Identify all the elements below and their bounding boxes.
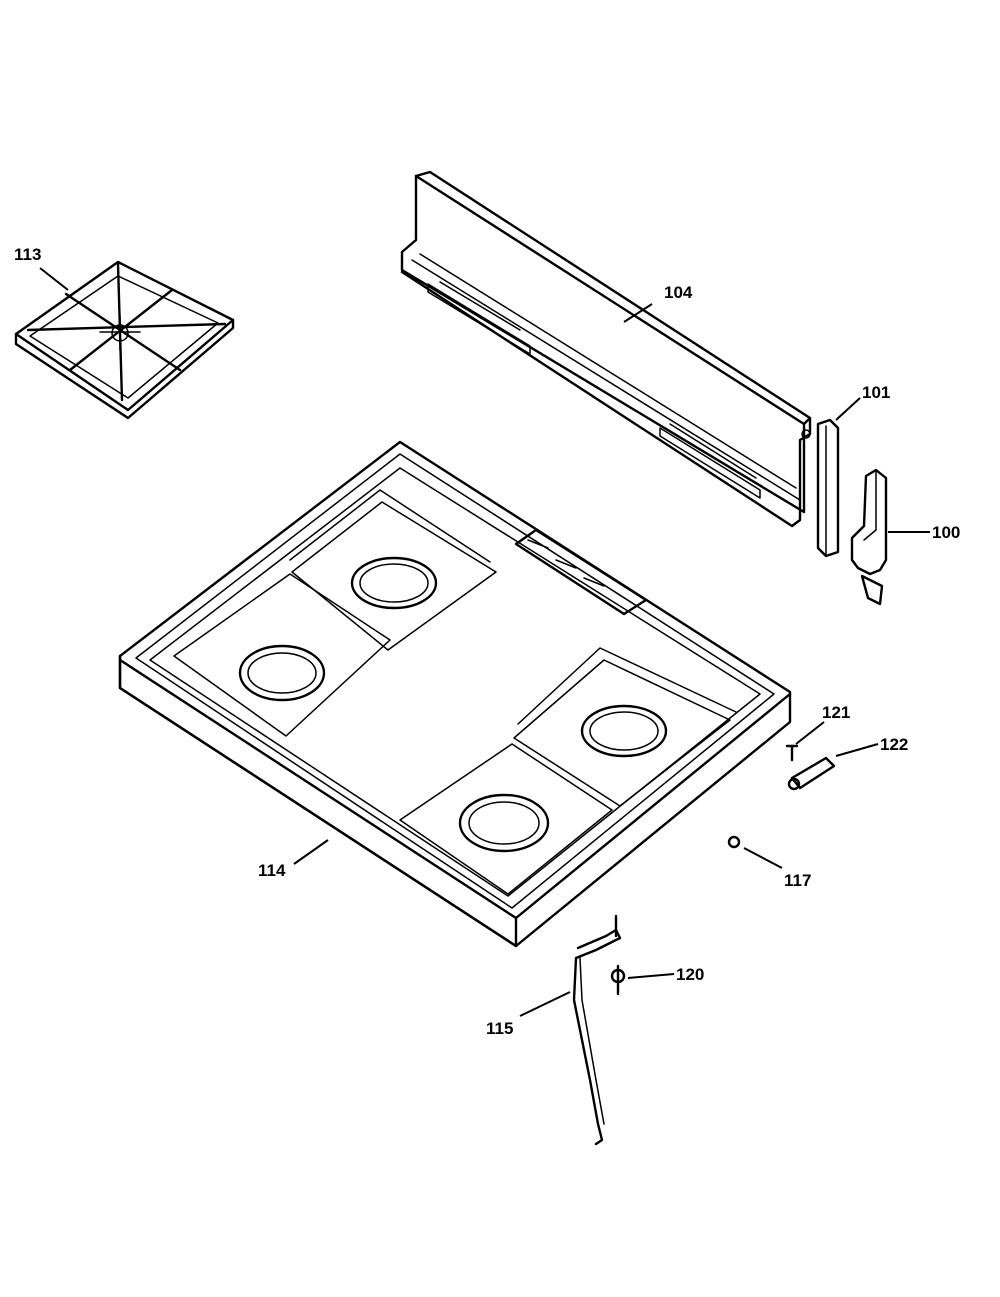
part-117-grommet <box>727 835 741 849</box>
label-120: 120 <box>676 965 704 984</box>
label-122: 122 <box>880 735 908 754</box>
part-115-rod <box>572 914 622 1146</box>
leader-lines <box>39 267 930 1017</box>
part-114-cooktop <box>118 440 792 948</box>
label-101: 101 <box>862 383 890 402</box>
part-113-burner-grate <box>14 260 235 420</box>
label-115: 115 <box>486 1019 513 1038</box>
label-117: 117 <box>784 871 811 890</box>
label-121: 121 <box>822 703 850 722</box>
part-100-bracket <box>850 468 888 606</box>
part-121-screw <box>785 744 799 762</box>
part-104-backguard <box>400 170 812 528</box>
label-104: 104 <box>664 283 693 302</box>
part-122-igniter <box>787 756 836 791</box>
label-114: 114 <box>258 861 286 880</box>
label-113: 113 <box>14 245 41 264</box>
part-120-nut <box>610 964 626 996</box>
part-101-end-cap <box>816 418 840 558</box>
label-100: 100 <box>932 523 960 542</box>
